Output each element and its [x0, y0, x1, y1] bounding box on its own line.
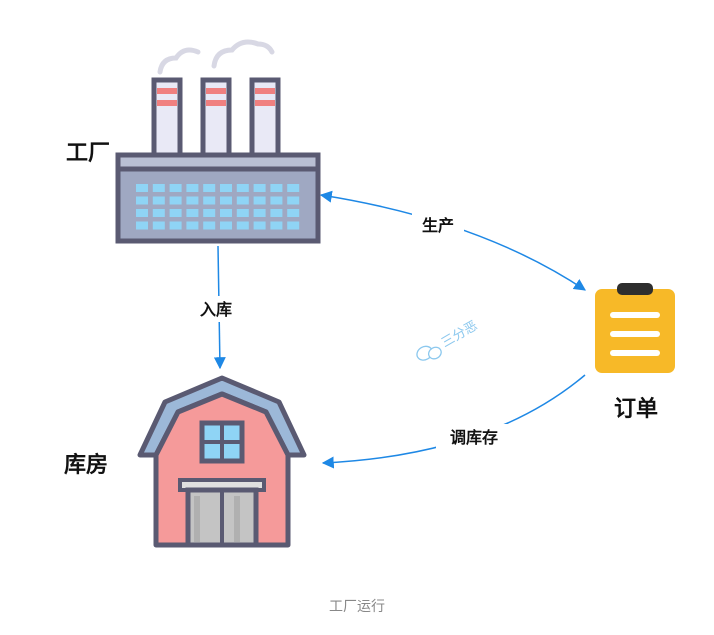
factory-window-pane: [152, 209, 165, 217]
factory-window-pane: [136, 209, 148, 217]
factory-window-pane: [220, 221, 232, 230]
factory-window-pane: [152, 221, 165, 230]
factory-window-pane: [169, 184, 182, 192]
factory-icon: [115, 39, 321, 244]
watermark-text: 三分恶: [439, 319, 480, 351]
wechat-icon: [416, 345, 442, 361]
factory-window-pane: [270, 209, 283, 217]
chimney-icon: [151, 77, 183, 161]
diagram-canvas: 入库 生产 调库存 工厂 库房 订单 三分恶: [64, 39, 675, 548]
factory-window-pane: [253, 196, 266, 205]
factory-window-pane: [220, 184, 232, 192]
chimney-icon: [249, 77, 281, 161]
factory-window-pane: [236, 221, 249, 230]
factory-window-pane: [287, 221, 300, 230]
factory-window-pane: [236, 196, 249, 205]
factory-window-pane: [203, 221, 216, 230]
factory-window-pane: [253, 221, 266, 230]
factory-window-grid: [136, 184, 300, 230]
factory-window-pane: [287, 209, 300, 217]
factory-window-pane: [169, 209, 182, 217]
factory-window-pane: [136, 196, 148, 205]
factory-window-pane: [236, 209, 249, 217]
factory-window-pane: [253, 209, 266, 217]
factory-window-pane: [287, 184, 300, 192]
warehouse-icon: [137, 375, 307, 548]
node-label-factory: 工厂: [66, 140, 110, 166]
node-label-warehouse: 库房: [64, 452, 108, 478]
factory-window-pane: [236, 184, 249, 192]
watermark: 三分恶: [416, 319, 480, 361]
factory-window-pane: [152, 196, 165, 205]
order-icon: [595, 283, 675, 373]
factory-window-pane: [186, 184, 199, 192]
factory-window-pane: [186, 221, 199, 230]
factory-window-pane: [169, 221, 182, 230]
edge-label-transfer-stock: 调库存: [450, 428, 498, 447]
factory-window-pane: [136, 221, 148, 230]
factory-window-pane: [220, 196, 232, 205]
figure-caption: 工厂运行: [329, 599, 385, 615]
barn-window-icon: [199, 420, 245, 464]
barn-door-icon: [178, 478, 266, 548]
factory-window-pane: [186, 196, 199, 205]
factory-window-pane: [203, 184, 216, 192]
arrow-factory-order: [319, 190, 586, 291]
factory-window-pane: [270, 184, 283, 192]
factory-window-pane: [270, 196, 283, 205]
edge-label-produce: 生产: [422, 216, 454, 235]
factory-window-pane: [253, 184, 266, 192]
factory-window-pane: [270, 221, 283, 230]
edge-label-stock-in: 入库: [200, 300, 232, 319]
node-label-order: 订单: [614, 396, 658, 422]
factory-window-pane: [203, 196, 216, 205]
factory-window-pane: [169, 196, 182, 205]
factory-window-pane: [136, 184, 148, 192]
chimney-icon: [200, 77, 232, 161]
factory-window-pane: [203, 209, 216, 217]
factory-window-pane: [220, 209, 232, 217]
factory-window-pane: [152, 184, 165, 192]
factory-window-pane: [287, 196, 300, 205]
factory-window-pane: [186, 209, 199, 217]
